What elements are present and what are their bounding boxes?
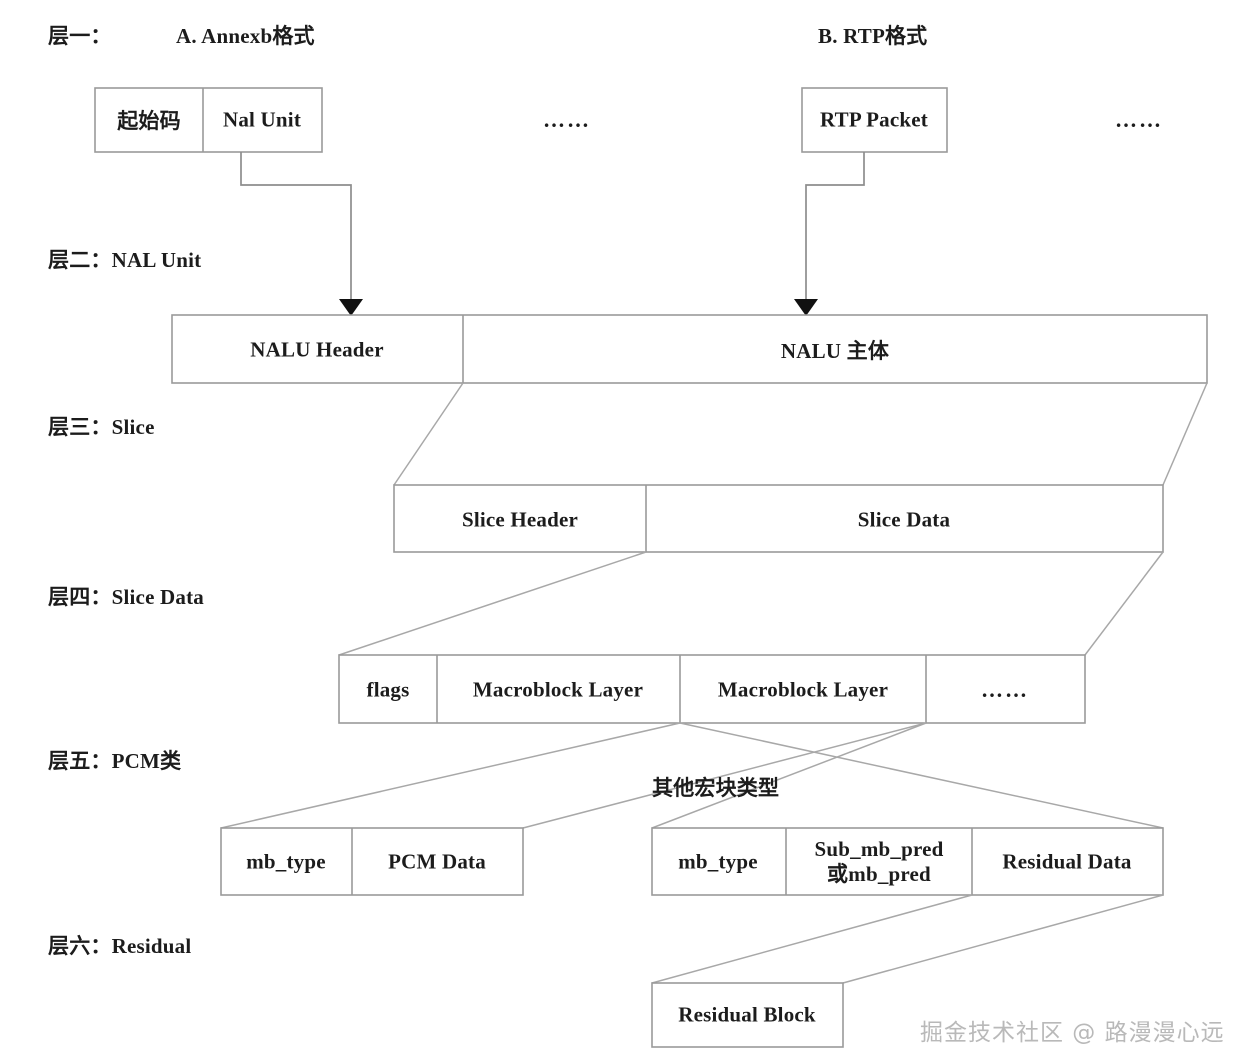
note-other-macroblock-types: 其他宏块类型	[652, 776, 780, 800]
expander-mb1-to-pcm-left	[220, 722, 681, 829]
cell-start-code: 起始码	[117, 109, 181, 133]
expander-mb1-to-othermb-right	[679, 722, 1164, 829]
expander-nalu-to-slice-right	[1162, 382, 1208, 486]
arrowhead-nalu-body	[794, 299, 818, 316]
expander-slice-to-slicedata-left	[338, 551, 647, 656]
box-residual-block	[651, 982, 844, 1048]
arrowhead-naluheader	[339, 299, 363, 316]
expander-mb2-to-othermb-left	[651, 722, 927, 829]
connector-nalunit-to-naluheader	[240, 152, 352, 300]
section-title-rtp: B. RTP格式	[818, 24, 928, 48]
cell-flags: flags	[366, 677, 410, 702]
section-title-annexb: A. Annexb格式	[176, 24, 315, 48]
cell-macroblock-layer-1: Macroblock Layer	[472, 677, 644, 702]
box-nalu-row	[171, 314, 1208, 384]
expander-nalu-to-slice-left	[393, 382, 464, 486]
cell-pcm-mb-type: mb_type	[246, 849, 326, 874]
ellipsis-slicedata: ……	[981, 677, 1029, 702]
cell-pcm-data: PCM Data	[388, 849, 486, 874]
layer-label-3: 层三：Slice	[48, 415, 155, 439]
cell-residual-block: Residual Block	[678, 1002, 816, 1027]
cell-macroblock-layer-2: Macroblock Layer	[717, 677, 889, 702]
cell-nalu-header: NALU Header	[250, 337, 384, 362]
expander-residualdata-to-block-left	[651, 894, 973, 984]
connector-rtp-to-nalu	[805, 152, 865, 300]
cell-rtp-packet: RTP Packet	[820, 107, 928, 132]
cell-slice-data: Slice Data	[857, 507, 951, 532]
layer-label-2: 层二：NAL Unit	[48, 248, 202, 272]
box-slice-row	[393, 484, 1164, 553]
ellipsis-rtp: ……	[1115, 107, 1163, 132]
expander-residualdata-to-block-right	[842, 894, 1164, 984]
box-pcm-row	[220, 827, 524, 896]
cell-nal-unit: Nal Unit	[222, 107, 302, 132]
cell-slice-header: Slice Header	[461, 507, 579, 532]
ellipsis-annexb: ……	[543, 107, 591, 132]
box-rtp-packet	[801, 87, 948, 153]
cell-residual-data: Residual Data	[1002, 849, 1132, 874]
box-othermb-row	[651, 827, 1164, 896]
layer-label-1: 层一：	[48, 24, 112, 48]
expander-slice-to-slicedata-right	[1084, 551, 1164, 656]
expander-mb2-to-pcm-right	[522, 722, 927, 829]
watermark: 掘金技术社区 @ 路漫漫心远	[920, 1020, 1225, 1046]
box-slicedata-row	[338, 654, 1086, 724]
layer-label-4: 层四：Slice Data	[48, 585, 204, 609]
cell-othermb-mb-type: mb_type	[678, 849, 758, 874]
box-annexb-row	[94, 87, 323, 153]
layer-label-6: 层六：Residual	[48, 934, 192, 958]
cell-nalu-body: NALU 主体	[780, 339, 890, 363]
layer-label-5: 层五：PCM类	[48, 749, 182, 773]
